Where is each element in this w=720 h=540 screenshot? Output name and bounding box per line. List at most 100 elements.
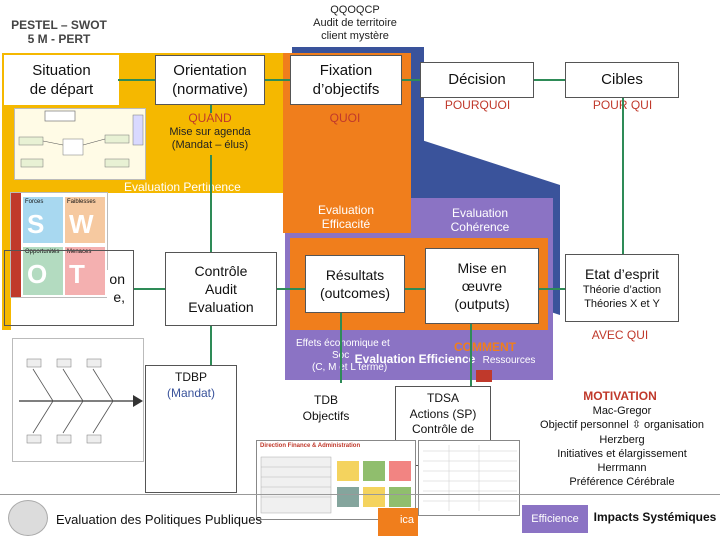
tdsa-line3: Contrôle de	[411, 422, 475, 437]
motivation-line5: Herrmann	[597, 462, 647, 475]
footer-ica: ica	[399, 514, 415, 526]
connector-line	[210, 155, 212, 252]
partial-left-box[interactable]: on e,	[4, 250, 134, 326]
situation-box[interactable]: Situation de départ	[4, 55, 119, 105]
gantt-chart-icon	[423, 445, 517, 511]
theorie-line1: Théorie d’action	[582, 283, 662, 296]
controle-box[interactable]: Contrôle Audit Evaluation	[165, 252, 277, 326]
connector-line	[534, 79, 565, 81]
mise-line2: œuvre	[461, 277, 503, 294]
mise-en-oeuvre-box[interactable]: Mise en œuvre (outputs)	[425, 248, 539, 324]
mise-agenda-line2: (Mandat – élus)	[171, 139, 249, 152]
swot-grid-icon	[11, 193, 105, 297]
footer-orange-chip	[378, 508, 418, 536]
tdb-box[interactable]: TDB Objectifs	[270, 383, 382, 451]
seal-logo	[8, 500, 48, 536]
cibles-box[interactable]: Cibles	[565, 62, 679, 98]
effets-line1: Effets économique et	[296, 338, 390, 349]
swot-opportunites: Opportunités	[25, 249, 60, 255]
comment-label: COMMENT	[454, 340, 516, 354]
tdb-line1: TDB	[314, 393, 338, 407]
connector-line	[539, 288, 565, 290]
gantt-thumbnail	[418, 440, 520, 516]
tdbp-line2: (Mandat)	[166, 385, 216, 400]
red-arrow-icon	[476, 370, 492, 382]
yellow-left-strip	[2, 190, 11, 330]
evaluation-coherence-label: Evaluation Cohérence	[428, 206, 532, 235]
mise-agenda-line1: Mise sur agenda	[169, 126, 251, 138]
resultats-box[interactable]: Résultats (outcomes)	[305, 255, 405, 313]
motivation-line2: Objectif personnel ⇳ organisation	[540, 419, 704, 432]
process-diagram-thumbnail	[14, 108, 146, 180]
header-pestel: PESTEL – SWOT 5 M - PERT	[0, 18, 118, 47]
footer-impacts: Impacts Systémiques	[593, 510, 717, 524]
swot-thumbnail: S W O T Forces Faiblesses Opportunités M…	[10, 192, 108, 298]
controle-line1: Contrôle	[194, 262, 248, 279]
motivation-title: MOTIVATION	[583, 389, 657, 403]
orientation-line2: (normative)	[172, 81, 248, 98]
motivation-line6: Préférence Cérébrale	[569, 476, 675, 489]
quand-label: QUAND	[188, 111, 232, 125]
header-left-line1: PESTEL – SWOT	[11, 18, 107, 32]
etat-esprit-box[interactable]: Etat d’esprit Théorie d’action Théories …	[565, 254, 679, 322]
connector-line	[402, 79, 420, 81]
header-qqoqcp: QQOQCP Audit de territoire client mystèr…	[270, 4, 440, 44]
orientation-line1: Orientation	[173, 61, 247, 79]
dashboard-table-thumbnail: Direction Finance & Administration	[256, 440, 416, 520]
footer-divider	[0, 494, 720, 495]
pourquoi-label: POURQUOI	[444, 98, 511, 112]
tdsa-line1: TDSA	[426, 391, 459, 405]
effets-line3: (C, M et L terme)	[312, 362, 388, 373]
orientation-box[interactable]: Orientation (normative)	[155, 55, 265, 105]
mise-agenda-label: Mise sur agenda (Mandat – élus)	[150, 126, 270, 152]
tdsa-line2: Actions (SP)	[409, 406, 477, 421]
coherence-line2: Cohérence	[450, 220, 510, 235]
fishbone-diagram-icon	[19, 358, 143, 444]
fixation-line1: Fixation	[319, 61, 373, 79]
mise-line1: Mise en	[457, 259, 507, 276]
efficacite-line2: Efficacité	[321, 217, 371, 232]
decision-label: Décision	[448, 71, 506, 89]
avec-qui-label: AVEC QUI	[591, 328, 649, 342]
situation-line1: Situation	[32, 61, 91, 79]
efficacite-line1: Evaluation	[317, 203, 375, 217]
evaluation-pertinence-label: Evaluation Pertinence	[124, 180, 241, 194]
resultats-line2: (outcomes)	[319, 285, 391, 301]
theorie-line2: Théories X et Y	[584, 298, 660, 311]
decision-box[interactable]: Décision	[420, 62, 534, 98]
controle-line2: Audit	[205, 280, 237, 297]
connector-line	[134, 288, 165, 290]
motivation-details: Mac-Gregor Objectif personnel ⇳ organisa…	[528, 404, 716, 490]
table-grid-icon	[260, 456, 411, 514]
tdbp-box[interactable]: TDBP (Mandat)	[145, 365, 237, 493]
etat-label: Etat d’esprit	[585, 265, 659, 282]
connector-line	[340, 313, 342, 383]
connector-line	[470, 324, 472, 386]
mise-line3: (outputs)	[454, 296, 510, 313]
tdbp-line1: TDBP	[174, 370, 207, 384]
table-title: Direction Finance & Administration	[260, 443, 361, 449]
efficience-chip[interactable]: Efficience	[522, 505, 588, 533]
evaluation-efficience-label: Evaluation Efficience	[354, 352, 476, 366]
tdb-line2: Objectifs	[302, 408, 350, 423]
motivation-line4: Initiatives et élargissement	[557, 447, 687, 460]
coherence-line1: Evaluation	[451, 206, 509, 220]
efficience-chip-label: Efficience	[531, 512, 579, 525]
controle-line3: Evaluation	[188, 299, 254, 316]
connector-line	[118, 79, 155, 81]
motivation-line1: Mac-Gregor	[592, 405, 652, 417]
motivation-line3: Herzberg	[599, 433, 645, 446]
swot-menaces: Menaces	[67, 249, 92, 255]
fixation-box[interactable]: Fixation d’objectifs	[290, 55, 402, 105]
connector-line	[277, 288, 305, 290]
swot-t: T	[69, 259, 85, 289]
resultats-line1: Résultats	[325, 266, 385, 283]
cibles-label: Cibles	[601, 71, 643, 89]
partial-line1: on	[109, 270, 125, 287]
connector-line	[265, 79, 290, 81]
connector-line	[405, 288, 425, 290]
swot-o: O	[27, 259, 48, 289]
swot-forces: Forces	[25, 199, 44, 205]
header-center-line1: QQOQCP	[330, 4, 380, 16]
evaluation-efficacite-label: Evaluation Efficacité	[296, 203, 396, 232]
